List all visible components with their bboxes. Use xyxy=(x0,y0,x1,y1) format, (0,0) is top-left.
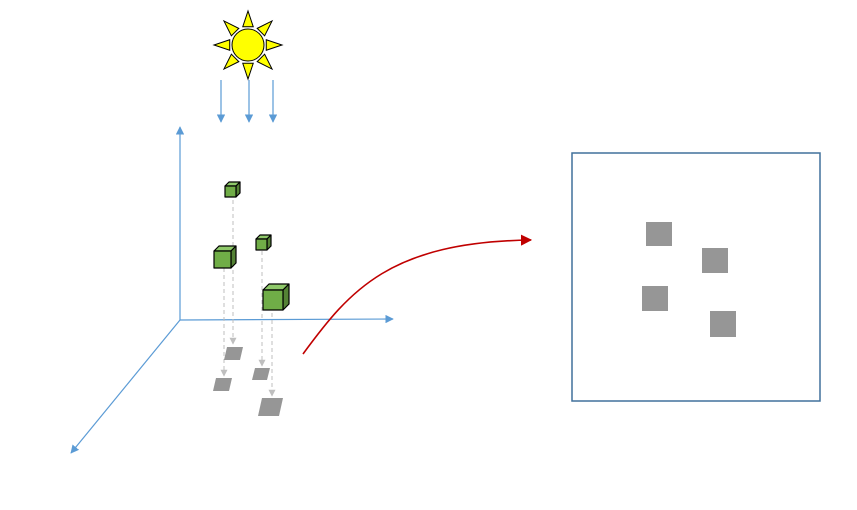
projection-panel xyxy=(571,152,821,402)
projection-lines xyxy=(220,200,276,397)
cube-face xyxy=(262,289,284,311)
x-axis xyxy=(179,314,394,324)
cube-face xyxy=(213,250,232,269)
green-cube xyxy=(224,181,241,198)
sun-ray-triangle xyxy=(222,53,240,71)
cubes xyxy=(213,181,290,311)
shadow xyxy=(252,368,270,380)
sun-ray-triangle xyxy=(265,39,284,51)
sun-ray-triangle xyxy=(256,53,274,71)
curved-arrow-icon xyxy=(302,234,533,355)
projected-square xyxy=(642,286,668,311)
coordinate-axes xyxy=(70,126,394,454)
shadows xyxy=(213,347,283,416)
sun-ray-triangle xyxy=(222,19,240,37)
panel-frame xyxy=(571,152,821,402)
green-cube xyxy=(213,245,237,269)
sun-ray-triangle xyxy=(212,39,231,51)
projected-square xyxy=(646,222,672,246)
shadow xyxy=(258,398,283,416)
sun-ray-triangle xyxy=(242,62,254,81)
projected-square xyxy=(702,248,728,273)
shadow xyxy=(213,378,232,391)
sun-ray-triangle xyxy=(242,9,254,28)
sun-ray-triangle xyxy=(256,19,274,37)
green-cube xyxy=(262,283,290,311)
y-axis xyxy=(70,319,181,454)
sun-icon xyxy=(212,9,284,81)
light-rays xyxy=(216,80,278,123)
cube-face xyxy=(224,185,237,198)
green-cube xyxy=(255,234,272,251)
cube-face xyxy=(255,238,268,251)
shadow xyxy=(224,347,243,360)
sun-disc xyxy=(231,28,265,62)
projected-square xyxy=(710,311,736,337)
